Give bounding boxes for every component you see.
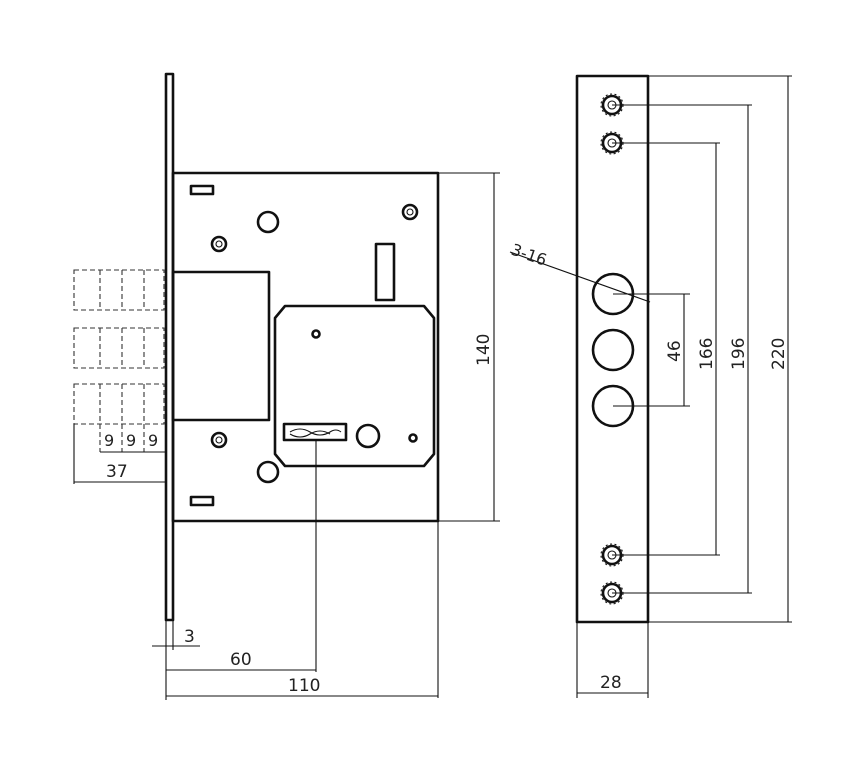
bolt-upper — [73, 269, 165, 311]
strike-plate-dimensions: 3-16 46 166 196 220 28 — [509, 75, 792, 698]
dim-strike-length: 220 — [769, 338, 789, 370]
keyhole-icon — [282, 422, 348, 442]
lock-body-dimensions: 9 9 9 37 3 60 110 140 — [73, 172, 500, 700]
rivet-icon — [401, 203, 419, 221]
dim-case-width: 110 — [288, 676, 320, 696]
dim-bolt-pitch-3: 9 — [148, 431, 158, 450]
dim-hole-spacing: 46 — [665, 340, 685, 362]
dim-bolt-holes: 3-16 — [509, 240, 550, 270]
bolt-hole-middle — [591, 328, 635, 372]
dim-bolt-pitch-1: 9 — [104, 431, 114, 450]
top-slot — [189, 184, 215, 196]
follower-hole — [355, 423, 381, 449]
rivet-icon — [210, 235, 228, 253]
strike-plate — [575, 74, 650, 624]
spindle-hole-top — [256, 210, 280, 234]
spindle-hole-bottom — [256, 460, 280, 484]
dim-bolt-pitch-2: 9 — [126, 431, 136, 450]
bolt-lower — [73, 383, 165, 425]
bolt-middle — [73, 327, 165, 369]
latch-slot — [374, 242, 396, 302]
bolt-housing — [171, 270, 271, 422]
lock-case — [171, 171, 440, 523]
dim-case-height: 140 — [474, 334, 494, 366]
dim-screw-spacing-outer: 196 — [729, 338, 749, 370]
cylinder-plate — [273, 304, 436, 468]
rivet-icon — [210, 431, 228, 449]
dim-screw-spacing-inner: 166 — [697, 338, 717, 370]
bolts — [73, 269, 165, 452]
plate-pin-top — [311, 329, 321, 339]
dim-faceplate-thickness: 3 — [184, 627, 195, 647]
lock-body-view — [73, 72, 440, 622]
dim-backset: 60 — [230, 650, 252, 670]
dim-strike-width: 28 — [600, 673, 622, 693]
strike-plate-view — [575, 74, 650, 624]
plate-pin-bottom — [408, 433, 418, 443]
bottom-slot — [189, 495, 215, 507]
dim-bolt-throw: 37 — [106, 462, 128, 482]
